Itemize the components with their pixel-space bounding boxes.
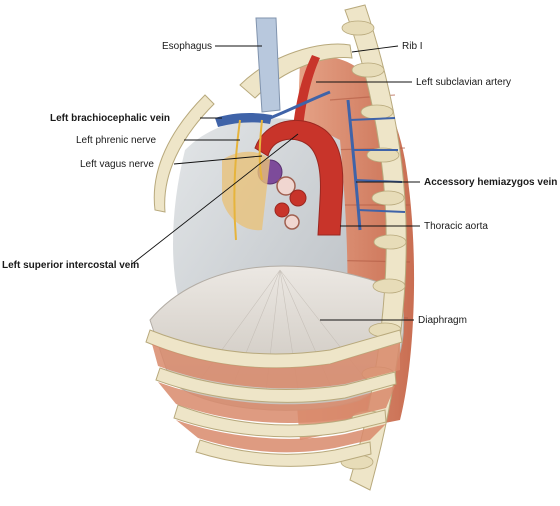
label-left-brachiocephalic-vein: Left brachiocephalic vein — [50, 113, 170, 124]
label-rib-1: Rib I — [402, 41, 423, 52]
label-esophagus: Esophagus — [162, 41, 212, 52]
left-superior-intercostal-vein — [269, 90, 331, 120]
posterior-intercostal-veins — [349, 117, 406, 213]
label-accessory-hemiazygos-vein: Accessory hemiazygos vein — [424, 177, 557, 188]
label-left-subclavian-artery: Left subclavian artery — [416, 77, 511, 88]
left-vagus-nerve — [258, 119, 263, 181]
thoracic-aorta — [254, 119, 344, 236]
label-left-phrenic-nerve: Left phrenic nerve — [76, 135, 156, 146]
accessory-hemiazygos-vein — [346, 99, 362, 231]
label-left-vagus-nerve: Left vagus nerve — [80, 159, 154, 170]
diaphragm-fibers — [199, 269, 371, 403]
label-diaphragm: Diaphragm — [418, 315, 467, 326]
left-subclavian-artery — [292, 55, 320, 140]
intercostal-muscles — [152, 343, 400, 453]
label-left-superior-intercostal-vein: Left superior intercostal vein — [2, 260, 139, 271]
rib-cage — [145, 94, 403, 467]
esophagus — [255, 17, 281, 113]
leader-lines — [131, 45, 420, 321]
left-phrenic-nerve — [233, 119, 241, 241]
label-thoracic-aorta: Thoracic aorta — [424, 221, 488, 232]
left-brachiocephalic-vein — [215, 113, 272, 127]
